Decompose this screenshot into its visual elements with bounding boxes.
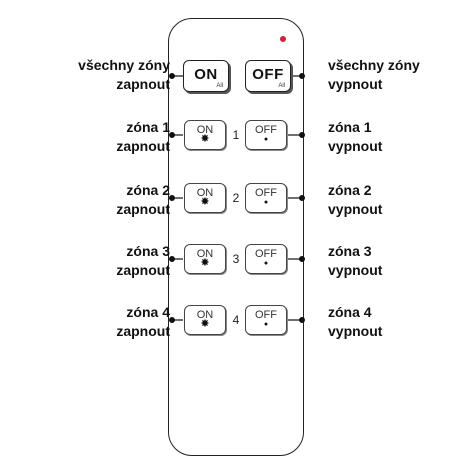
status-led-icon bbox=[280, 36, 286, 42]
all-on-button-text: ON bbox=[194, 66, 218, 83]
zone-2-on-button[interactable]: ON ✸ bbox=[184, 183, 226, 213]
zone-1-on-label: zóna 1 zapnout bbox=[116, 118, 170, 156]
zone-2-off-label: zóna 2 vypnout bbox=[328, 181, 382, 219]
sun-icon: ✸ bbox=[200, 133, 210, 145]
zone-1-off-label-line2: vypnout bbox=[328, 138, 383, 154]
zone-3-off-text: OFF bbox=[255, 248, 277, 260]
zone-2-off-text: OFF bbox=[255, 187, 277, 199]
zone-4-on-text: ON bbox=[196, 309, 214, 321]
zone-2-number: 2 bbox=[232, 191, 240, 205]
zone-4-off-label-line1: zóna 4 bbox=[328, 304, 372, 320]
zone-3-off-label-line2: vypnout bbox=[328, 262, 383, 278]
all-off-button-text: OFF bbox=[252, 66, 284, 83]
all-on-label-line1: všechny zóny bbox=[78, 57, 170, 73]
zone-2-on-text: ON bbox=[196, 187, 214, 199]
all-off-button-sub: All bbox=[278, 83, 285, 89]
zone-3-off-label: zóna 3 vypnout bbox=[328, 242, 382, 280]
zone-4-off-text: OFF bbox=[255, 309, 277, 321]
zone-4-on-label: zóna 4 zapnout bbox=[116, 303, 170, 341]
zone-1-off-text: OFF bbox=[255, 124, 277, 136]
zone-2-on-label: zóna 2 zapnout bbox=[116, 181, 170, 219]
zone-3-on-label-line1: zóna 3 bbox=[126, 243, 170, 259]
all-on-button-sub: All bbox=[216, 83, 223, 89]
zone-1-on-button[interactable]: ON ✸ bbox=[184, 120, 226, 150]
zone-4-on-button[interactable]: ON ✸ bbox=[184, 305, 226, 335]
zone-2-off-button[interactable]: OFF ● bbox=[245, 183, 287, 213]
zone-2-on-label-line1: zóna 2 bbox=[126, 182, 170, 198]
all-off-label: všechny zóny vypnout bbox=[328, 56, 420, 94]
zone-3-number: 3 bbox=[232, 252, 240, 266]
zone-3-on-text: ON bbox=[196, 248, 214, 260]
zone-2-off-label-line2: vypnout bbox=[328, 201, 383, 217]
zone-3-on-button[interactable]: ON ✸ bbox=[184, 244, 226, 274]
zone-3-off-label-line1: zóna 3 bbox=[328, 243, 372, 259]
all-on-button[interactable]: ON All bbox=[183, 60, 229, 92]
all-off-label-line2: vypnout bbox=[328, 76, 383, 92]
sun-icon: ✸ bbox=[200, 318, 210, 330]
zone-4-on-label-line2: zapnout bbox=[116, 323, 170, 339]
zone-4-number: 4 bbox=[232, 313, 240, 327]
all-on-label-line2: zapnout bbox=[116, 76, 170, 92]
zone-2-on-label-line2: zapnout bbox=[116, 201, 170, 217]
zone-1-off-button[interactable]: OFF ● bbox=[245, 120, 287, 150]
zone-1-on-label-line2: zapnout bbox=[116, 138, 170, 154]
zone-1-on-label-line1: zóna 1 bbox=[126, 119, 170, 135]
zone-1-number: 1 bbox=[232, 128, 240, 142]
sun-icon: ✸ bbox=[200, 257, 210, 269]
all-on-label: všechny zóny zapnout bbox=[78, 56, 170, 94]
zone-4-on-label-line1: zóna 4 bbox=[126, 304, 170, 320]
sun-icon: ✸ bbox=[200, 196, 210, 208]
zone-1-off-label: zóna 1 vypnout bbox=[328, 118, 382, 156]
zone-4-off-label: zóna 4 vypnout bbox=[328, 303, 382, 341]
zone-1-off-label-line1: zóna 1 bbox=[328, 119, 372, 135]
zone-3-on-label-line2: zapnout bbox=[116, 262, 170, 278]
zone-3-off-button[interactable]: OFF ● bbox=[245, 244, 287, 274]
all-off-label-line1: všechny zóny bbox=[328, 57, 420, 73]
dot-icon: ● bbox=[263, 199, 269, 206]
dot-icon: ● bbox=[263, 136, 269, 143]
zone-2-off-label-line1: zóna 2 bbox=[328, 182, 372, 198]
zone-3-on-label: zóna 3 zapnout bbox=[116, 242, 170, 280]
dot-icon: ● bbox=[263, 321, 269, 328]
zone-4-off-label-line2: vypnout bbox=[328, 323, 383, 339]
dot-icon: ● bbox=[263, 260, 269, 267]
zone-1-on-text: ON bbox=[196, 124, 214, 136]
zone-4-off-button[interactable]: OFF ● bbox=[245, 305, 287, 335]
all-off-button[interactable]: OFF All bbox=[245, 60, 291, 92]
